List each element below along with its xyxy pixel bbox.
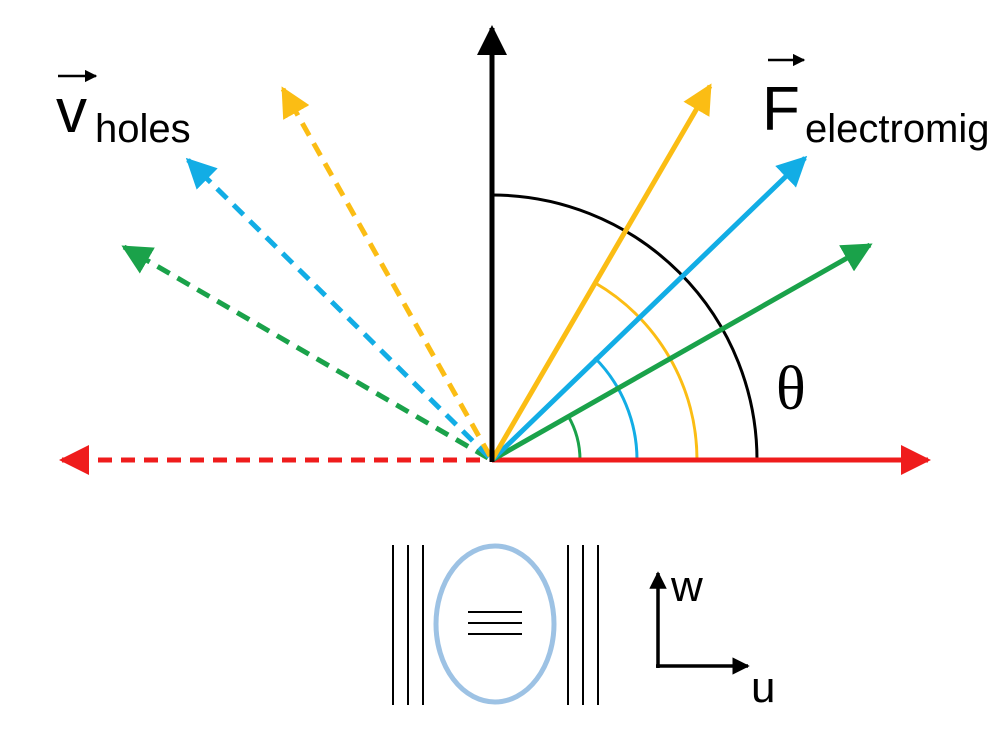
- arrow-blue-dashed: [185, 157, 491, 459]
- arrow-green-solid: [490, 242, 873, 463]
- hole-ellipse: [433, 543, 557, 705]
- theta-arc-blue: [593, 356, 639, 461]
- arrow-yellow-solid: [489, 83, 713, 462]
- f-subscript: electromig: [805, 107, 990, 151]
- v-subscript: holes: [95, 107, 191, 151]
- axes-indicator: w u: [649, 562, 775, 712]
- v-symbol: v: [56, 77, 87, 146]
- theta-arc-green: [566, 415, 582, 461]
- v-holes-label: v holes: [56, 69, 191, 151]
- f-symbol: F: [762, 75, 800, 144]
- theta-arc-black: [491, 193, 759, 461]
- u-axis-label: u: [751, 663, 775, 712]
- arrow-yellow-dashed: [280, 86, 493, 458]
- arrow-green-dashed: [121, 244, 490, 461]
- hole-schematic: [392, 543, 599, 705]
- arrow-blue-solid: [490, 155, 808, 462]
- f-electromig-label: F electromig: [762, 53, 990, 151]
- w-axis-label: w: [670, 562, 703, 611]
- theta-label: θ: [776, 355, 806, 423]
